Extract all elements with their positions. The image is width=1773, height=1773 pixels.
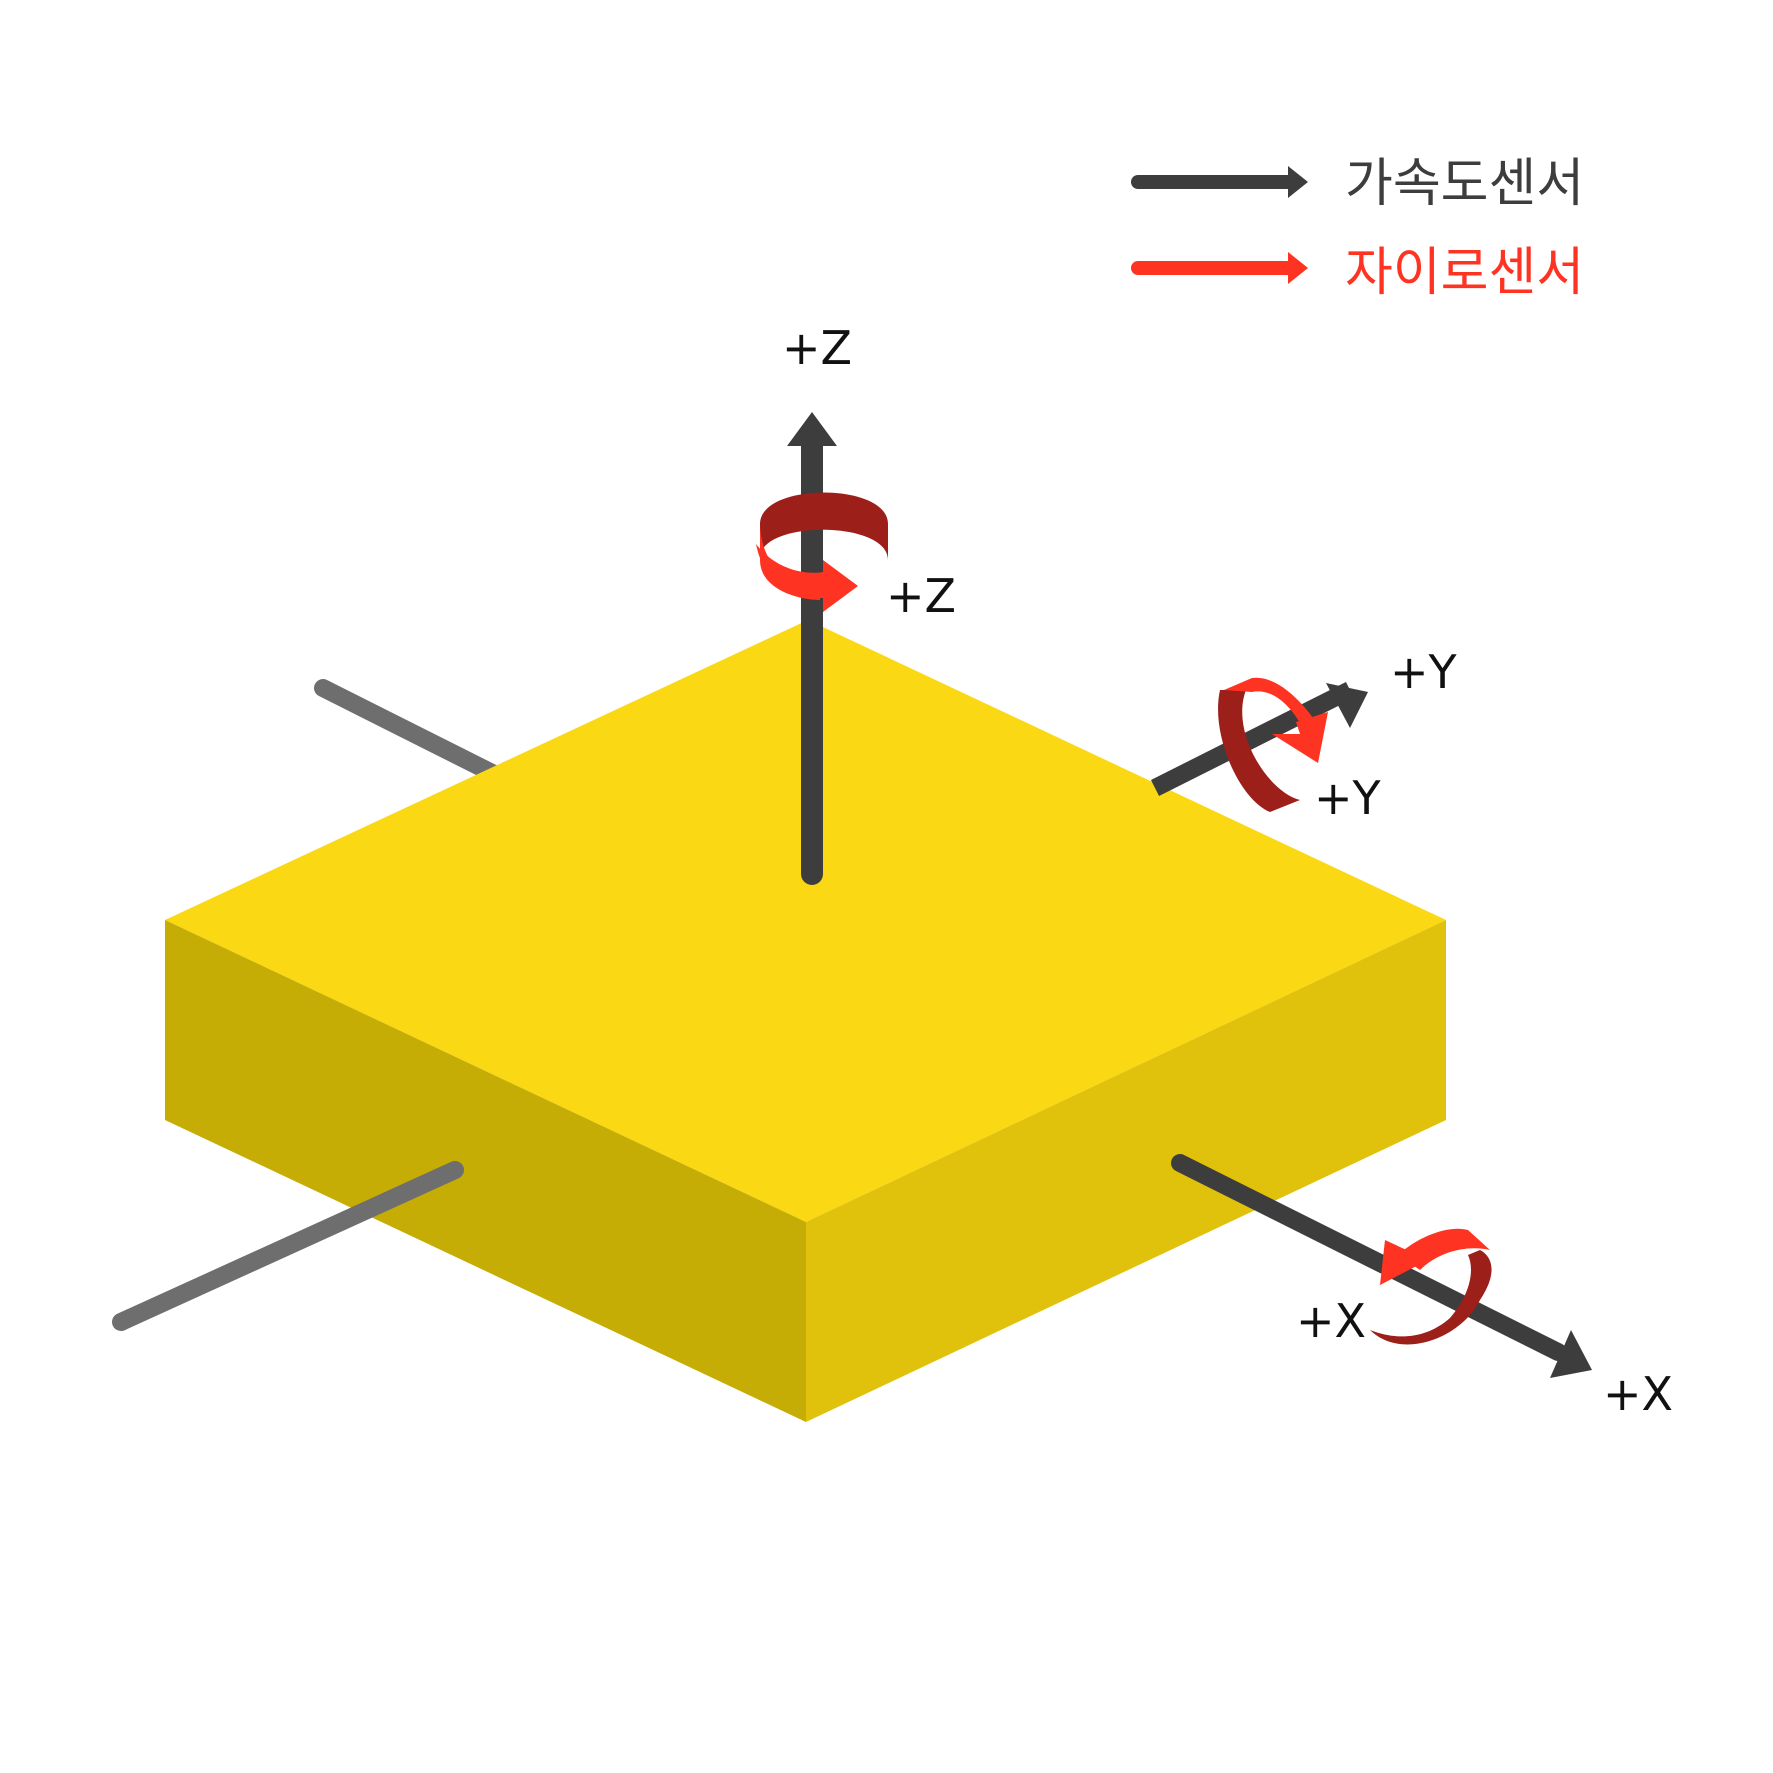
back-axis-stub-y [314, 679, 519, 791]
accel-x-axis-line [1171, 1154, 1567, 1361]
accel-y-arrowhead [1326, 683, 1368, 728]
accel-z-label: +Z [782, 321, 852, 375]
legend-gyroscope-label: 자이로센서 [1345, 243, 1584, 303]
legend-gyroscope-arrowhead [1288, 252, 1308, 284]
block-left-face [165, 920, 806, 1422]
gyro-y-label: +Y [1314, 771, 1382, 825]
accel-z-arrowhead [787, 412, 837, 446]
legend-accelerometer-arrowhead [1288, 166, 1308, 198]
gyro-x-label: +X [1296, 1294, 1366, 1348]
accel-x-label: +X [1603, 1367, 1673, 1421]
block-top-face [165, 620, 1446, 1222]
accel-x-arrowhead [1550, 1330, 1592, 1378]
accel-y-label: +Y [1390, 645, 1458, 699]
back-axis-stub-x [112, 1161, 464, 1331]
gyro-y-rotation-icon [1218, 677, 1328, 812]
accel-y-axis-line [1150, 681, 1355, 797]
legend-accelerometer-label: 가속도센서 [1345, 154, 1584, 214]
gyro-x-rotation-icon [1370, 1228, 1492, 1345]
legend-accelerometer: 가속도센서 [1131, 154, 1584, 214]
legend: 가속도센서 자이로센서 [1131, 154, 1584, 303]
legend-gyroscope: 자이로센서 [1131, 243, 1584, 303]
gyro-z-rotation-icon [756, 492, 888, 612]
block-right-face [806, 920, 1446, 1422]
gyro-z-label: +Z [886, 569, 956, 623]
